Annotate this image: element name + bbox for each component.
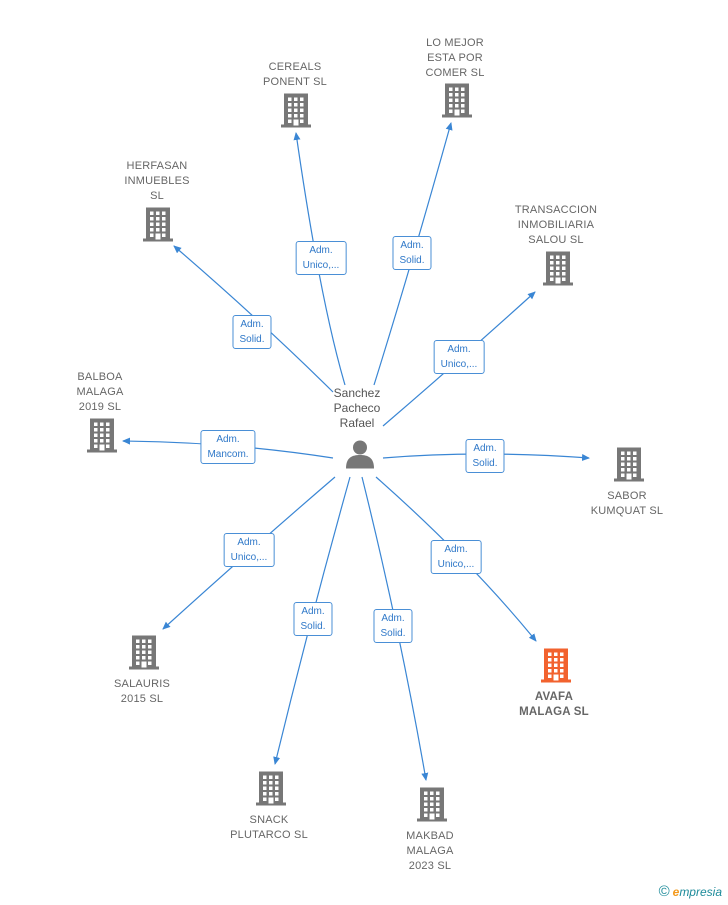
company-name-salauris[interactable]: SALAURIS 2015 SL [113,678,171,705]
center-person-name[interactable]: Sanchez Pacheco Rafael [333,386,381,430]
role-label-snack: Adm. Solid. [293,602,333,636]
building-icon[interactable] [539,646,573,689]
role-label-avafa: Adm. Unico,... [430,540,482,574]
building-icon[interactable] [279,91,313,134]
building-icon[interactable] [85,416,119,459]
role-label-makbad: Adm. Solid. [373,609,413,643]
company-name-makbad[interactable]: MAKBAD MALAGA 2023 SL [406,830,454,872]
role-label-salauris: Adm. Unico,... [223,533,275,567]
building-icon[interactable] [541,249,575,292]
brand-name: mpresia [679,885,722,899]
copyright-icon: © [658,883,670,900]
role-label-lomejor: Adm. Solid. [392,236,432,270]
company-name-herfasan[interactable]: HERFASAN INMUEBLES SL [124,160,190,202]
role-label-balboa: Adm. Mancom. [200,430,256,464]
building-icon[interactable] [254,769,288,812]
building-icon[interactable] [127,633,161,676]
company-name-balboa[interactable]: BALBOA MALAGA 2019 SL [76,371,124,413]
building-icon[interactable] [141,205,175,248]
company-name-lomejor[interactable]: LO MEJOR ESTA POR COMER SL [425,37,485,79]
company-name-sabor[interactable]: SABOR KUMQUAT SL [590,490,664,517]
role-label-cereals: Adm. Unico,... [295,241,347,275]
company-name-cereals[interactable]: CEREALS PONENT SL [263,61,327,88]
building-icon[interactable] [440,81,474,124]
company-name-snack[interactable]: SNACK PLUTARCO SL [230,814,308,841]
company-name-avafa[interactable]: AVAFA MALAGA SL [519,691,589,718]
company-name-transaccion[interactable]: TRANSACCION INMOBILIARIA SALOU SL [514,204,598,246]
role-label-sabor: Adm. Solid. [465,439,505,473]
brand-footer: ©empresia [659,883,722,900]
building-icon[interactable] [612,445,646,488]
role-label-herfasan: Adm. Solid. [232,315,272,349]
building-icon[interactable] [415,785,449,828]
brand-logo-letter: e [672,885,680,899]
person-icon[interactable] [345,439,375,474]
edge-cereals [293,132,346,386]
role-label-transaccion: Adm. Unico,... [433,340,485,374]
